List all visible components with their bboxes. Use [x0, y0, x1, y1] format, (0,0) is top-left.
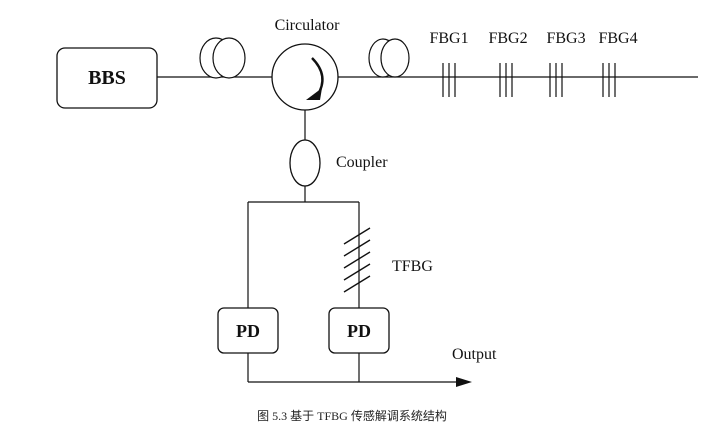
output-label: Output	[452, 346, 497, 363]
fbg3-grating	[549, 63, 563, 97]
bbs-source: BBS	[56, 47, 158, 109]
pd-right-label: PD	[347, 321, 371, 341]
pd-right: PD	[328, 307, 390, 354]
fbg3-label: FBG3	[546, 30, 585, 47]
fbg4-grating	[602, 63, 616, 97]
fbg4-label: FBG4	[598, 30, 637, 47]
fiber-coil-right	[368, 38, 410, 78]
tfbg-grating	[343, 227, 371, 293]
coupler-label: Coupler	[336, 154, 388, 171]
tfbg-label: TFBG	[392, 258, 433, 275]
output-arrow-icon	[456, 377, 472, 387]
fbg1-grating	[442, 63, 456, 97]
output-lines	[247, 353, 458, 383]
pd-left-label: PD	[236, 321, 260, 341]
bbs-label: BBS	[88, 67, 126, 89]
circulator	[271, 43, 339, 111]
circulator-label: Circulator	[275, 17, 341, 34]
fbg2-grating	[499, 63, 513, 97]
figure-caption: 图 5.3 基于 TFBG 传感解调系统结构	[257, 408, 447, 423]
fbg2-label: FBG2	[488, 30, 527, 47]
fbg1-label: FBG1	[429, 30, 468, 47]
detection-branch-fibers	[247, 201, 360, 308]
coupler	[289, 139, 321, 187]
fiber-coil-left	[199, 37, 246, 79]
pd-left: PD	[217, 307, 279, 354]
